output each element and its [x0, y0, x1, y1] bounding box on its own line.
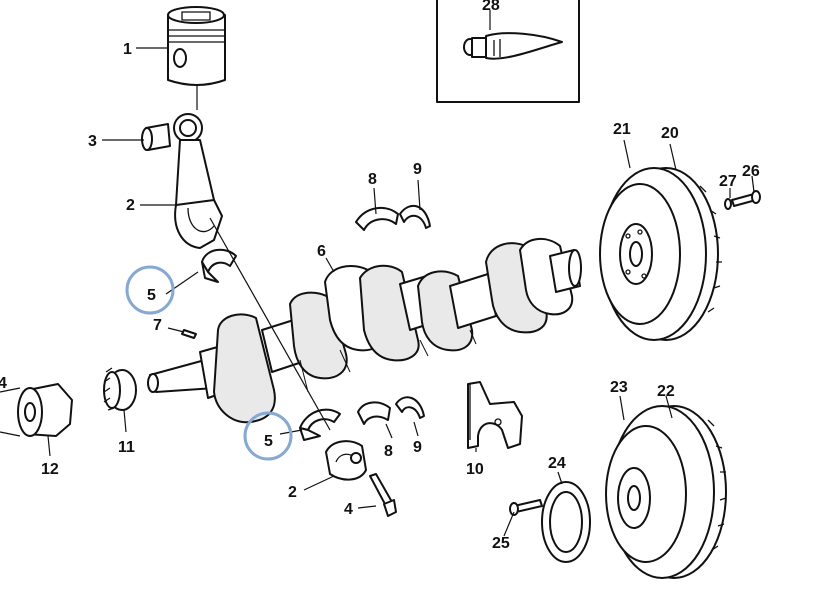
connecting-rod-upper: [173, 113, 223, 249]
label-9-lower: 9: [413, 439, 422, 456]
bearing-shell-upper: [201, 248, 237, 283]
sealant-tube: [463, 32, 563, 60]
label-21: 21: [613, 121, 631, 138]
label-10: 10: [466, 461, 484, 478]
label-8-lower: 8: [384, 443, 393, 460]
sealant-tube-inset: [436, 0, 580, 103]
bushing: [141, 123, 171, 151]
highlight-circle-lower: [243, 411, 293, 461]
label-12: 12: [41, 461, 59, 478]
label-27: 27: [719, 173, 737, 190]
main-bearing-shells-top: [355, 204, 431, 231]
label-2-upper: 2: [126, 197, 135, 214]
label-1: 1: [123, 41, 132, 58]
label-26: 26: [742, 163, 760, 180]
seal-bolt: [509, 499, 543, 516]
flywheel-bolt: [731, 190, 761, 207]
label-4-lower: 4: [344, 501, 353, 518]
bearing-shells-lower: [299, 396, 425, 441]
label-6: 6: [317, 243, 326, 260]
label-23: 23: [610, 379, 628, 396]
flywheel-upper: [599, 167, 722, 341]
label-24: 24: [548, 455, 566, 472]
label-28: 28: [482, 0, 500, 14]
rear-seal: [541, 481, 591, 563]
leader-lines: [47, 47, 755, 537]
main-bearing-cap: [467, 381, 523, 449]
crankshaft: [147, 238, 582, 424]
flywheel-lower: [605, 405, 727, 579]
dowel-pin: [181, 329, 197, 339]
label-3: 3: [88, 133, 97, 150]
part-labels: 28 1 3 2 5 7 6 8 9 4 11 12 5 8 9 10 2 4 …: [0, 0, 760, 552]
label-25: 25: [492, 535, 510, 552]
crank-pulley-hub: [0, 383, 73, 437]
label-2-lower: 2: [288, 484, 297, 501]
crank-gear: [103, 367, 137, 411]
washer: [724, 198, 732, 210]
connecting-rod-cap: [325, 440, 367, 481]
piston: [167, 6, 226, 110]
label-20: 20: [661, 125, 679, 142]
label-5-upper: 5: [147, 287, 156, 304]
label-7: 7: [153, 317, 162, 334]
highlight-circle-upper: [125, 265, 175, 315]
label-5-lower: 5: [264, 433, 273, 450]
label-11: 11: [118, 439, 135, 456]
label-8-upper: 8: [368, 171, 377, 188]
rod-bolt: [369, 473, 397, 517]
label-9-upper: 9: [413, 161, 422, 178]
label-4-left: 4: [0, 375, 7, 392]
label-22: 22: [657, 383, 675, 400]
